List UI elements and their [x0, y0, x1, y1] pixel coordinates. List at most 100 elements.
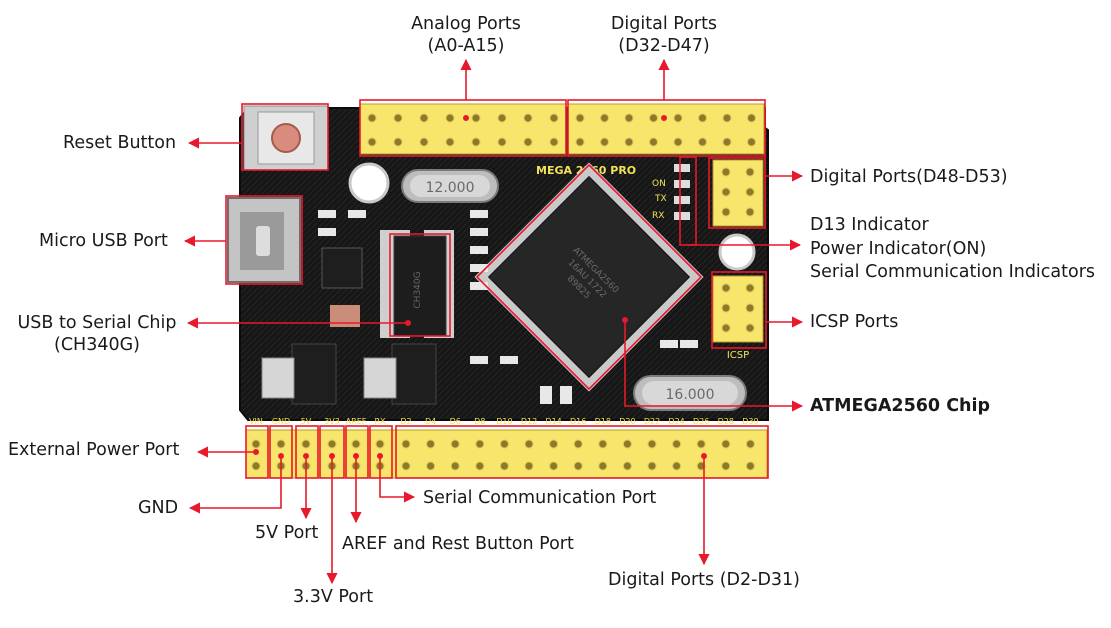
bottom-pin-label: VIN [249, 417, 263, 426]
bottom-pin [475, 439, 485, 449]
bottom-pin [375, 439, 385, 449]
label-3v3-port: 3.3V Port [293, 587, 374, 607]
digital-right-pin [745, 187, 755, 197]
digital-top-pin [649, 113, 658, 123]
digital-right-pin [721, 187, 731, 197]
bottom-pin [696, 439, 706, 449]
crystal-top-label: 12.000 [426, 180, 475, 196]
bottom-pin-label: D28 [718, 417, 734, 426]
analog-pin [549, 113, 559, 123]
icsp-silk-label: ICSP [727, 350, 749, 361]
bottom-pin [549, 439, 559, 449]
analog-pin [497, 113, 507, 123]
bottom-pin [301, 439, 311, 449]
analog-pin [523, 113, 533, 123]
usb-serial-chip-model: (CH340G) [54, 335, 140, 355]
digital-right-pin [745, 167, 755, 177]
analog-pin [471, 137, 481, 147]
bottom-pin-label: RX [374, 417, 386, 426]
bottom-pin-label: D22 [644, 417, 660, 426]
bottom-pin [327, 439, 337, 449]
analog-pin [393, 113, 403, 123]
bottom-pin [351, 439, 361, 449]
analog-pin [419, 137, 429, 147]
analog-pin [523, 137, 533, 147]
label-gnd: GND [138, 498, 179, 518]
smd-components [318, 210, 698, 404]
icsp-pin [721, 283, 731, 293]
label-atmega-chip: ATMEGA2560 Chip [810, 396, 991, 416]
digital-ports-top-range: (D32-D47) [618, 36, 710, 56]
label-micro-usb: Micro USB Port [39, 231, 168, 251]
label-icsp-ports: ICSP Ports [810, 312, 899, 332]
analog-pin [367, 113, 377, 123]
icsp-pin [745, 283, 755, 293]
bottom-pin-label: D14 [545, 417, 561, 426]
bottom-pin [450, 439, 460, 449]
digital-top-pin [575, 113, 585, 123]
usb-chip-marking: CH340G [413, 271, 423, 308]
mount-hole-1 [348, 162, 390, 204]
bottom-pin [721, 439, 731, 449]
bottom-pin [401, 461, 411, 471]
analog-pin [549, 137, 559, 147]
analog-pin [445, 113, 455, 123]
bottom-pin-label: D10 [496, 417, 512, 426]
led-tx-label: TX [654, 194, 667, 204]
led-on-label: ON [652, 179, 666, 189]
bottom-pin-label: D6 [450, 417, 461, 426]
digital-top-pin [747, 137, 756, 147]
bottom-pin [598, 439, 608, 449]
analog-ports-title: Analog Ports [411, 14, 521, 34]
label-indicators: D13 Indicator Power Indicator(ON) Serial… [810, 214, 1095, 285]
bottom-pin-label: GND [272, 417, 290, 426]
bottom-pin [401, 439, 411, 449]
usb-serial-chip-graphic: CH340G [380, 230, 454, 338]
leader-lines [183, 58, 804, 585]
digital-ports-top-title: Digital Ports [610, 14, 718, 34]
digital-top-pin [722, 137, 732, 147]
bottom-pin [647, 461, 657, 471]
bottom-pin-label: D12 [521, 417, 537, 426]
analog-pin [445, 137, 455, 147]
bottom-pin-label: D26 [693, 417, 709, 426]
digital-right-header [712, 159, 764, 227]
bottom-pin-label: D16 [570, 417, 586, 426]
bottom-pin [549, 461, 559, 471]
icsp-pin [745, 303, 755, 313]
power-indicator-text: Power Indicator(ON) [810, 238, 987, 259]
digital-top-pin [673, 137, 683, 147]
bottom-pin [251, 439, 261, 449]
label-5v-port: 5V Port [255, 523, 319, 543]
bottom-pin [450, 461, 460, 471]
bottom-pin [524, 461, 534, 471]
label-reset-button: Reset Button [63, 133, 177, 153]
digital-top-header [567, 103, 765, 155]
bottom-pin [426, 461, 436, 471]
regulators [261, 247, 437, 405]
analog-pin [367, 137, 377, 147]
analog-header [359, 103, 567, 155]
analog-pin [471, 113, 481, 123]
bottom-pin-label: D30 [742, 417, 758, 426]
bottom-pin [573, 439, 583, 449]
bottom-pin-label: D24 [668, 417, 684, 426]
bottom-pin [721, 461, 731, 471]
analog-pin [393, 137, 403, 147]
serial-indicators-text: Serial Communication Indicators [810, 262, 1096, 282]
label-usb-serial-chip: USB to Serial Chip (CH340G) [10, 312, 184, 356]
label-serial-port: Serial Communication Port [423, 488, 657, 508]
bottom-pin [745, 439, 755, 449]
bottom-pin-label: 3V3 [324, 417, 340, 426]
icsp-pin [721, 323, 731, 333]
bottom-pin [745, 461, 755, 471]
bottom-pin [622, 439, 632, 449]
digital-top-pin [722, 113, 732, 123]
bottom-pin [251, 461, 261, 471]
crystal-bottom: 16.000 [633, 375, 747, 411]
icsp-pin [721, 303, 731, 313]
crystal-top: 12.000 [401, 169, 499, 203]
digital-top-pin [624, 113, 634, 123]
